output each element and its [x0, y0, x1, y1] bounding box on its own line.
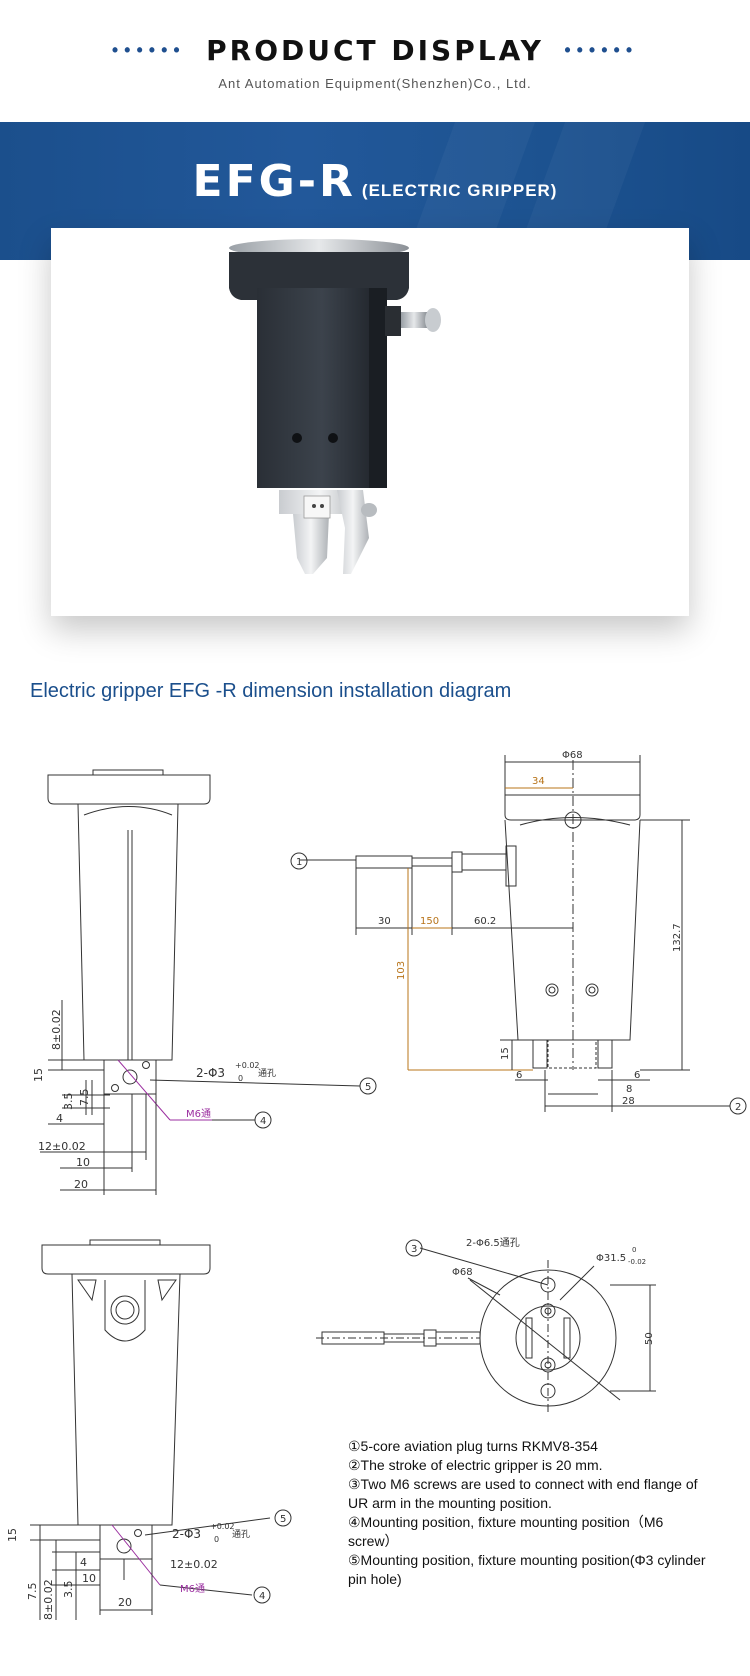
bl-dim-7.5: 7.5 [26, 1583, 39, 1601]
model-name: EFG-R [192, 156, 356, 207]
bl-hole-tol-low: 0 [214, 1535, 219, 1544]
bl-dim-15: 15 [6, 1528, 19, 1542]
company-name: Ant Automation Equipment(Shenzhen)Co., L… [218, 76, 532, 91]
callout-3: 3 [411, 1244, 417, 1255]
dimension-diagram: 2-Φ3 +0.02 0 通孔 M6通 8±0.02 15 3.5 7.5 4 … [6, 750, 747, 1620]
gripper-product-image [229, 239, 441, 574]
top-dim-50: 50 [644, 1332, 655, 1345]
callout-4: 4 [260, 1116, 266, 1127]
callout-5: 5 [365, 1082, 371, 1093]
callout-4-circle [254, 1111, 272, 1129]
page-header: •••••• PRODUCT DISPLAY •••••• Ant Automa… [0, 0, 750, 122]
product-photo-card [51, 228, 689, 616]
callout-1-circle [290, 852, 308, 870]
jaw-left [293, 514, 329, 574]
side-view [40, 769, 361, 1195]
side-hole-label: 2-Φ3 [196, 1066, 225, 1080]
front-view [300, 755, 730, 1112]
model-subtitle: (ELECTRIC GRIPPER) [361, 181, 558, 200]
side-dim-7.5: 7.5 [78, 1089, 91, 1107]
top-hole-label: 2-Φ6.5通孔 [466, 1237, 520, 1249]
diagram-heading: Electric gripper EFG -R dimension instal… [30, 680, 512, 702]
callout-5-circle [359, 1077, 377, 1095]
banner-title: EFG-R (ELECTRIC GRIPPER) [0, 156, 750, 207]
top-dia-tol-up: 0 [632, 1246, 636, 1254]
front-dim-6a: 6 [516, 1070, 522, 1081]
top-dia-outer: Φ68 [452, 1267, 473, 1278]
bl-dim-3.5: 3.5 [62, 1581, 75, 1599]
callout-3-circle [405, 1239, 423, 1257]
screw-left [292, 433, 302, 443]
side-hole-tol-low: 0 [238, 1074, 243, 1083]
top-dia-inner: Φ31.5 [596, 1253, 626, 1264]
note-2: ②The stroke of electric gripper is 20 mm… [348, 1457, 603, 1473]
side-dim-3.5: 3.5 [62, 1093, 75, 1111]
front-dim-60: 60.2 [474, 916, 496, 927]
side-dim-10: 10 [76, 1156, 90, 1169]
callout-5b: 5 [280, 1514, 286, 1525]
title-dots-left: •••••• [111, 40, 186, 60]
title-dots-right: •••••• [564, 40, 639, 60]
title-row: •••••• PRODUCT DISPLAY •••••• [0, 34, 750, 67]
front-dim-28: 28 [622, 1096, 635, 1107]
front-dim-8: 8 [626, 1084, 632, 1095]
jaw-right [337, 490, 369, 574]
note-5: ⑤Mounting position, fixture mounting pos… [348, 1552, 706, 1587]
note-1: ①5-core aviation plug turns RKMV8-354 [348, 1438, 598, 1454]
side-dim-15: 15 [32, 1068, 45, 1082]
callout-2: 2 [735, 1102, 741, 1113]
side-hole-suffix: 通孔 [258, 1068, 276, 1079]
main-body [257, 288, 387, 488]
side-hole-tol: +0.02 [235, 1061, 260, 1070]
callout-4b: 4 [259, 1591, 265, 1602]
notes-list: ①5-core aviation plug turns RKMV8-354 ②T… [348, 1437, 708, 1589]
bl-m6-label: M6通 [180, 1583, 205, 1595]
front-dim-150: 150 [420, 916, 439, 927]
jaw-pin [361, 503, 377, 517]
side-dim-12: 12±0.02 [38, 1140, 86, 1153]
bl-dim-12: 12±0.02 [170, 1558, 218, 1571]
bl-dim-10: 10 [82, 1572, 96, 1585]
connector-base [385, 306, 401, 336]
connector-shaft [401, 312, 427, 328]
side-m6-label: M6通 [186, 1108, 211, 1120]
callout-4b-circle [253, 1586, 271, 1604]
callout-1: 1 [296, 857, 302, 868]
front-dim-103: 103 [396, 961, 407, 980]
note-3: ③Two M6 screws are used to connect with … [348, 1476, 698, 1511]
front-dim-phi68: Φ68 [562, 750, 583, 761]
bl-dim-8: 8±0.02 [42, 1579, 55, 1620]
callout-2-circle [729, 1097, 747, 1115]
front-dim-6b: 6 [634, 1070, 640, 1081]
bl-hole-tol: +0.02 [210, 1522, 235, 1531]
page-title: PRODUCT DISPLAY [206, 34, 544, 67]
bl-dim-4: 4 [80, 1556, 87, 1569]
connector-head [425, 308, 441, 332]
front-dim-30: 30 [378, 916, 391, 927]
top-dia-tol-low: -0.02 [628, 1258, 646, 1266]
bl-dim-20: 20 [118, 1596, 132, 1609]
front-dim-132: 132.7 [672, 923, 683, 952]
top-view [316, 1247, 656, 1415]
jaw-plate [303, 495, 331, 519]
callout-5b-circle [274, 1509, 292, 1527]
side-dim-20: 20 [74, 1178, 88, 1191]
side-dim-4: 4 [56, 1112, 63, 1125]
front-dim-34: 34 [532, 776, 545, 787]
body-edge [369, 288, 387, 488]
bl-hole-label: 2-Φ3 [172, 1527, 201, 1541]
screw-right [328, 433, 338, 443]
note-4: ④Mounting position, fixture mounting pos… [348, 1514, 664, 1549]
front-dim-15: 15 [500, 1047, 511, 1060]
bottom-left-view [30, 1239, 271, 1620]
bl-hole-suffix: 通孔 [232, 1529, 250, 1540]
side-dim-8: 8±0.02 [50, 1009, 63, 1050]
